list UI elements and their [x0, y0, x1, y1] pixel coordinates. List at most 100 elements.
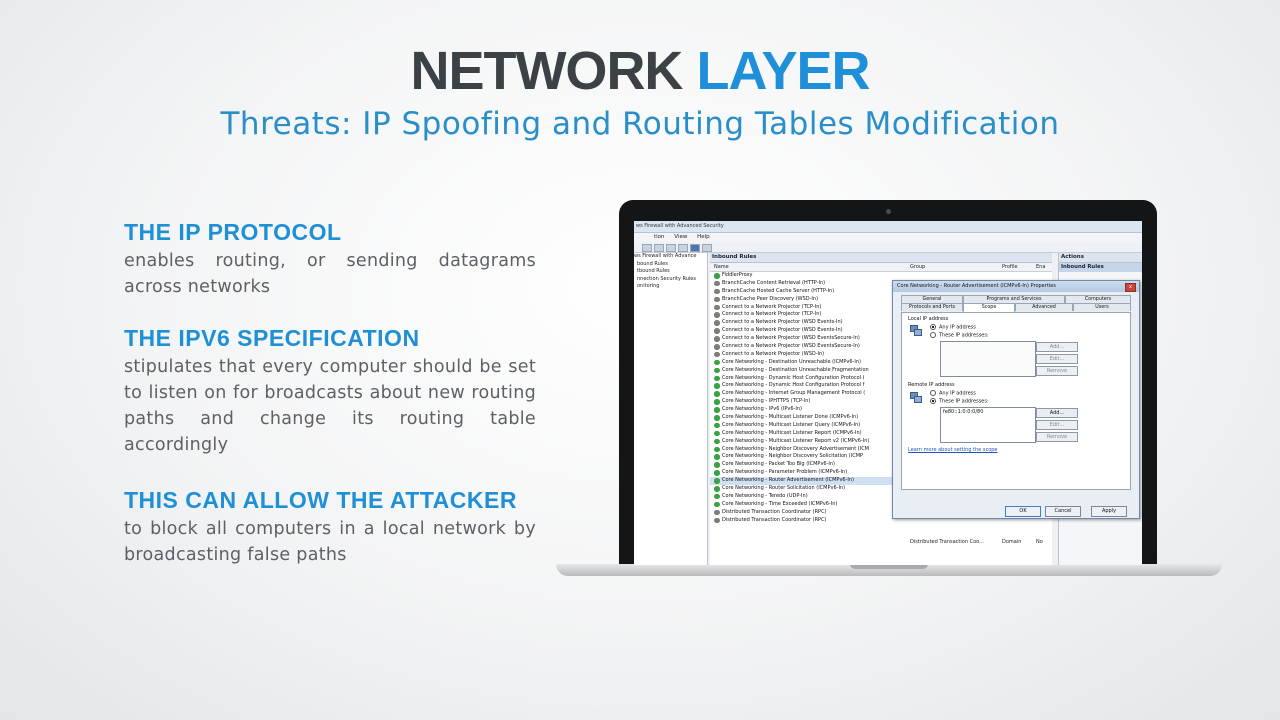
remote-add-button[interactable]: Add... — [1036, 408, 1078, 418]
rule-row[interactable]: BranchCache Hosted Cache Server (HTTP-In… — [710, 288, 1052, 296]
column-name[interactable]: Name — [714, 264, 729, 270]
rule-row[interactable]: Connect to a Network Projector (WSD Even… — [710, 319, 1052, 327]
actions-inbound-rules[interactable]: Inbound Rules — [1059, 263, 1142, 272]
rule-row[interactable]: Connect to a Network Projector (WSD Even… — [710, 335, 1052, 343]
console-icon[interactable] — [702, 244, 712, 252]
rule-name: Connect to a Network Projector (TCP-In) — [722, 311, 822, 318]
local-add-button[interactable]: Add... — [1036, 342, 1078, 352]
enabled-rule-icon — [714, 470, 720, 476]
column-group[interactable]: Group — [910, 264, 926, 270]
rule-row[interactable]: Connect to a Network Projector (WSD Even… — [710, 343, 1052, 351]
enabled-rule-icon — [714, 359, 720, 366]
apply-button[interactable]: Apply — [1091, 506, 1127, 517]
rule-name: Core Networking - Multicast Listener Don… — [722, 414, 859, 421]
rule-row[interactable]: Core Networking - Multicast Listener Rep… — [710, 430, 1052, 438]
rule-row[interactable]: Core Networking - Multicast Listener Rep… — [710, 438, 1052, 446]
rule-row[interactable]: Connect to a Network Projector (WSD Even… — [710, 327, 1052, 335]
local-ip-label: Local IP address — [908, 316, 949, 322]
rule-name: Core Networking - Destination Unreachabl… — [722, 358, 861, 365]
tab-computers[interactable]: Computers — [1065, 295, 1131, 303]
local-edit-button[interactable]: Edit... — [1036, 354, 1078, 364]
actions-header: Actions — [1059, 253, 1142, 263]
rule-row[interactable]: Core Networking - Destination Unreachabl… — [710, 359, 1052, 367]
close-button[interactable]: x — [1125, 283, 1136, 292]
remote-any-ip-radio[interactable]: Any IP address — [930, 390, 976, 397]
properties-icon[interactable] — [678, 244, 688, 252]
rule-row[interactable]: Core Networking - Internet Group Managem… — [710, 390, 1052, 398]
rule-row[interactable]: Core Networking - IPHTTPS (TCP-In) — [710, 398, 1052, 406]
cancel-button[interactable]: Cancel — [1045, 506, 1081, 517]
rule-row[interactable]: Core Networking - Neighbor Discovery Adv… — [710, 446, 1052, 454]
rule-row[interactable]: FiddlerProxy — [710, 272, 1052, 280]
column-enabled[interactable]: Ena — [1036, 264, 1046, 270]
ok-button[interactable]: OK — [1005, 506, 1041, 517]
menu-view[interactable]: View — [674, 234, 688, 240]
tab-general[interactable]: General — [901, 295, 963, 303]
rule-row[interactable]: Core Networking - Parameter Problem (ICM… — [710, 469, 1052, 477]
rule-row[interactable]: Core Networking - Dynamic Host Configura… — [710, 382, 1052, 390]
rule-name: BranchCache Content Retrieval (HTTP-In) — [722, 279, 826, 286]
tree-item-connection-security[interactable]: nnection Security Rules — [637, 275, 696, 282]
local-these-ip-radio[interactable]: These IP addresses: — [930, 332, 989, 339]
section-ip-protocol: THE IP PROTOCOL enables routing, or send… — [124, 219, 536, 300]
local-any-ip-radio[interactable]: Any IP address — [930, 324, 976, 331]
rule-row[interactable]: Core Networking - Dynamic Host Configura… — [710, 375, 1052, 383]
enabled-rule-icon — [714, 430, 720, 437]
rule-name: Core Networking - Multicast Listener Que… — [722, 421, 861, 428]
remote-ip-list[interactable]: fe80::1:0:0:0/80 — [940, 407, 1036, 443]
remote-edit-button[interactable]: Edit... — [1036, 420, 1078, 430]
rule-row[interactable]: Core Networking - Multicast Listener Don… — [710, 414, 1052, 422]
rule-row[interactable]: Core Networking - Time Exceeded (ICMPv6-… — [710, 501, 1052, 509]
back-icon[interactable] — [642, 244, 652, 252]
tab-scope[interactable]: Scope — [963, 303, 1015, 312]
section-attacker: THIS CAN ALLOW THE ATTACKER to block all… — [124, 487, 536, 568]
tab-protocols-ports[interactable]: Protocols and Ports — [901, 303, 963, 311]
rule-row[interactable]: Connect to a Network Projector (WSD-In) — [710, 351, 1052, 359]
enabled-rule-icon — [714, 462, 720, 468]
rule-row[interactable]: Core Networking - Multicast Listener Que… — [710, 422, 1052, 430]
rule-row[interactable]: Connect to a Network Projector (TCP-In) — [710, 304, 1052, 312]
tab-programs-services[interactable]: Programs and Services — [963, 295, 1065, 303]
rule-name: Core Networking - Dynamic Host Configura… — [722, 382, 865, 389]
rule-name: BranchCache Hosted Cache Server (HTTP-In… — [722, 287, 835, 294]
scope-help-link[interactable]: Learn more about setting the scope — [908, 447, 998, 453]
rule-row[interactable]: Distributed Transaction Coordinator (RPC… — [710, 509, 1052, 517]
local-remove-button[interactable]: Remove — [1036, 366, 1078, 376]
help-icon[interactable] — [690, 244, 700, 252]
tab-advanced[interactable]: Advanced — [1015, 303, 1073, 311]
rule-name: Core Networking - Destination Unreachabl… — [722, 366, 869, 373]
tree-item-inbound[interactable]: bound Rules — [637, 260, 668, 267]
menu-help[interactable]: Help — [697, 234, 710, 240]
local-ip-list[interactable] — [940, 341, 1036, 377]
section-heading: THE IPV6 SPECIFICATION — [124, 325, 420, 351]
remote-remove-button[interactable]: Remove — [1036, 432, 1078, 442]
tree-item-monitoring[interactable]: onitoring — [637, 283, 660, 290]
rule-row[interactable]: Core Networking - Neighbor Discovery Sol… — [710, 453, 1052, 461]
remote-ip-entry[interactable]: fe80::1:0:0:0/80 — [943, 409, 984, 415]
rule-row[interactable]: Core Networking - Router Solicitation (I… — [710, 485, 1052, 493]
camera-icon — [886, 209, 891, 214]
tree-item-root[interactable]: ws Firewall with Advance — [634, 253, 697, 259]
remote-these-ip-radio[interactable]: These IP addresses: — [930, 398, 989, 405]
tab-users[interactable]: Users — [1073, 303, 1131, 311]
rule-name: Distributed Transaction Coordinator (RPC… — [722, 508, 827, 515]
rule-row[interactable]: BranchCache Content Retrieval (HTTP-In) — [710, 280, 1052, 288]
tree-item-outbound[interactable]: tbound Rules — [637, 268, 670, 275]
disabled-rule-icon — [714, 336, 720, 342]
rule-name: Core Networking - Parameter Problem (ICM… — [722, 469, 848, 476]
column-profile[interactable]: Profile — [1002, 264, 1018, 270]
rule-row[interactable]: BranchCache Peer Discovery (WSD-In) — [710, 296, 1052, 304]
up-icon[interactable] — [666, 244, 676, 252]
forward-icon[interactable] — [654, 244, 664, 252]
rule-row[interactable]: Connect to a Network Projector (TCP-In) — [710, 311, 1052, 319]
rule-row[interactable]: Core Networking - Packet Too Big (ICMPv6… — [710, 461, 1052, 469]
rule-row[interactable]: Core Networking - Teredo (UDP-In) — [710, 493, 1052, 501]
menu-action[interactable]: tion — [654, 234, 665, 240]
rule-row[interactable]: Core Networking - Destination Unreachabl… — [710, 367, 1052, 375]
rule-row[interactable]: Core Networking - Router Advertisement (… — [710, 477, 1052, 486]
rule-row[interactable]: Core Networking - IPv6 (IPv6-In) — [710, 406, 1052, 414]
tab-row-1: General Programs and Services Computers — [901, 295, 1131, 303]
laptop-base — [556, 564, 1222, 576]
rule-row[interactable]: Distributed Transaction Coordinator (RPC… — [710, 517, 1052, 525]
